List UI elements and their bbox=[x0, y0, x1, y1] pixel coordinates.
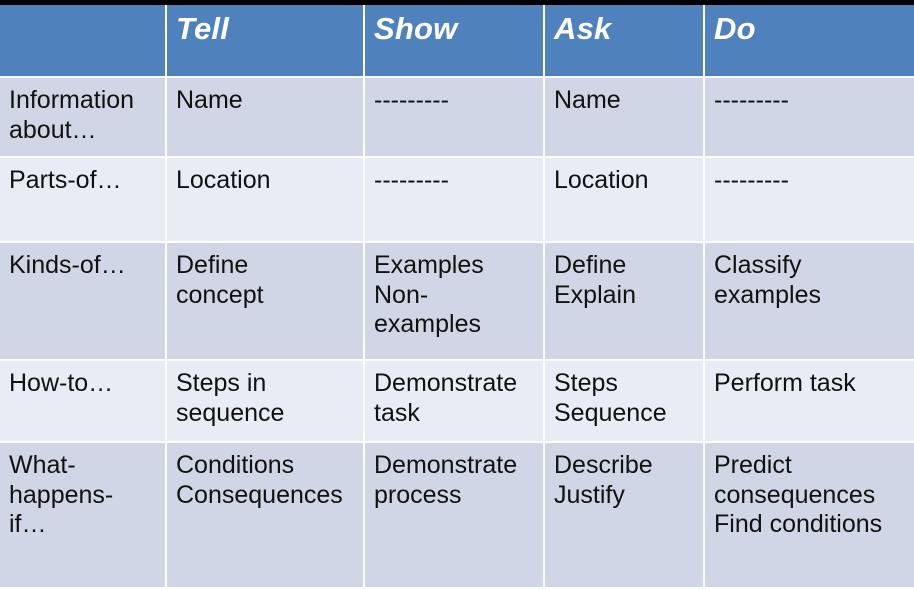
header-cell-corner bbox=[0, 5, 167, 78]
text-line: Steps in bbox=[176, 369, 267, 397]
text-line: Find conditions bbox=[714, 510, 883, 538]
text-line: Conditions bbox=[176, 451, 295, 479]
text-line-dashes: --------- bbox=[714, 166, 789, 194]
header-cell-tell: Tell bbox=[167, 5, 365, 78]
row-label-kinds-of: Kinds-of… bbox=[0, 243, 167, 361]
text-line: Consequences bbox=[176, 480, 343, 509]
text-line: Justify bbox=[554, 480, 625, 509]
header-row: Tell Show Ask Do bbox=[0, 5, 914, 78]
text-line: Kinds-of… bbox=[9, 251, 126, 279]
cell-parts-of-show: --------- bbox=[365, 158, 545, 243]
text-line: What- bbox=[9, 451, 76, 479]
cell-how-to-tell: Steps in sequence bbox=[167, 361, 365, 443]
row-label-how-to: How-to… bbox=[0, 361, 167, 443]
text-line: Parts-of… bbox=[9, 166, 122, 194]
header-cell-do: Do bbox=[705, 5, 914, 78]
text-line: examples bbox=[374, 310, 481, 338]
row-label-parts-of: Parts-of… bbox=[0, 158, 167, 243]
cell-information-about-do: --------- bbox=[705, 78, 914, 158]
text-line: Define bbox=[554, 251, 627, 279]
text-line-dashes: --------- bbox=[714, 86, 789, 114]
text-line: process bbox=[374, 480, 462, 509]
text-line: Classify bbox=[714, 251, 802, 279]
text-line: Steps bbox=[554, 369, 618, 397]
cell-information-about-tell: Name bbox=[167, 78, 365, 158]
row-label-what-happens-if: What- happens- if… bbox=[0, 443, 167, 589]
cell-kinds-of-tell: Define concept bbox=[167, 243, 365, 361]
cell-how-to-do: Perform task bbox=[705, 361, 914, 443]
header-cell-show: Show bbox=[365, 5, 545, 78]
text-line: about… bbox=[9, 115, 97, 144]
table-row: What- happens- if… Conditions Consequenc… bbox=[0, 443, 914, 589]
text-line: Describe bbox=[554, 451, 653, 479]
text-line: sequence bbox=[176, 398, 285, 427]
cell-kinds-of-show: Examples Non- examples bbox=[365, 243, 545, 361]
instructional-strategy-matrix: Tell Show Ask Do Information about… Name bbox=[0, 5, 914, 589]
text-line: Perform task bbox=[714, 369, 856, 397]
text-line: Non- bbox=[374, 280, 429, 309]
text-line: Name bbox=[554, 86, 621, 114]
cell-information-about-show: --------- bbox=[365, 78, 545, 158]
text-line: Define bbox=[176, 251, 249, 279]
text-line: How-to… bbox=[9, 369, 114, 397]
text-line: if… bbox=[9, 510, 47, 538]
header-cell-ask: Ask bbox=[545, 5, 705, 78]
text-line: Demonstrate bbox=[374, 451, 518, 479]
text-line: Demonstrate bbox=[374, 369, 518, 397]
text-line: Explain bbox=[554, 280, 636, 309]
table-row: Kinds-of… Define concept Examples Non- e… bbox=[0, 243, 914, 361]
text-line: Location bbox=[554, 166, 649, 194]
cell-what-happens-if-do: Predict consequences Find conditions bbox=[705, 443, 914, 589]
text-line: concept bbox=[176, 280, 264, 309]
table-row: Information about… Name --------- Name -… bbox=[0, 78, 914, 158]
table-row: Parts-of… Location --------- Location --… bbox=[0, 158, 914, 243]
table-body: Information about… Name --------- Name -… bbox=[0, 78, 914, 589]
text-line-dashes: --------- bbox=[374, 86, 449, 114]
cell-parts-of-ask: Location bbox=[545, 158, 705, 243]
text-line: Sequence bbox=[554, 398, 667, 427]
cell-kinds-of-do: Classify examples bbox=[705, 243, 914, 361]
cell-kinds-of-ask: Define Explain bbox=[545, 243, 705, 361]
text-line: task bbox=[374, 398, 420, 427]
text-line: examples bbox=[714, 280, 821, 309]
table-row: How-to… Steps in sequence Demonstrate ta… bbox=[0, 361, 914, 443]
cell-how-to-show: Demonstrate task bbox=[365, 361, 545, 443]
cell-what-happens-if-ask: Describe Justify bbox=[545, 443, 705, 589]
matrix-table-container: Tell Show Ask Do Information about… Name bbox=[0, 5, 914, 589]
text-line: Examples bbox=[374, 251, 484, 279]
text-line: Location bbox=[176, 166, 271, 194]
text-line: consequences bbox=[714, 480, 876, 509]
cell-parts-of-do: --------- bbox=[705, 158, 914, 243]
text-line-dashes: --------- bbox=[374, 166, 449, 194]
text-line: happens- bbox=[9, 480, 114, 509]
cell-what-happens-if-tell: Conditions Consequences bbox=[167, 443, 365, 589]
cell-how-to-ask: Steps Sequence bbox=[545, 361, 705, 443]
cell-information-about-ask: Name bbox=[545, 78, 705, 158]
text-line: Information bbox=[9, 86, 135, 114]
table-header: Tell Show Ask Do bbox=[0, 5, 914, 78]
text-line: Predict bbox=[714, 451, 792, 479]
text-line: Name bbox=[176, 86, 243, 114]
cell-what-happens-if-show: Demonstrate process bbox=[365, 443, 545, 589]
cell-parts-of-tell: Location bbox=[167, 158, 365, 243]
row-label-information-about: Information about… bbox=[0, 78, 167, 158]
